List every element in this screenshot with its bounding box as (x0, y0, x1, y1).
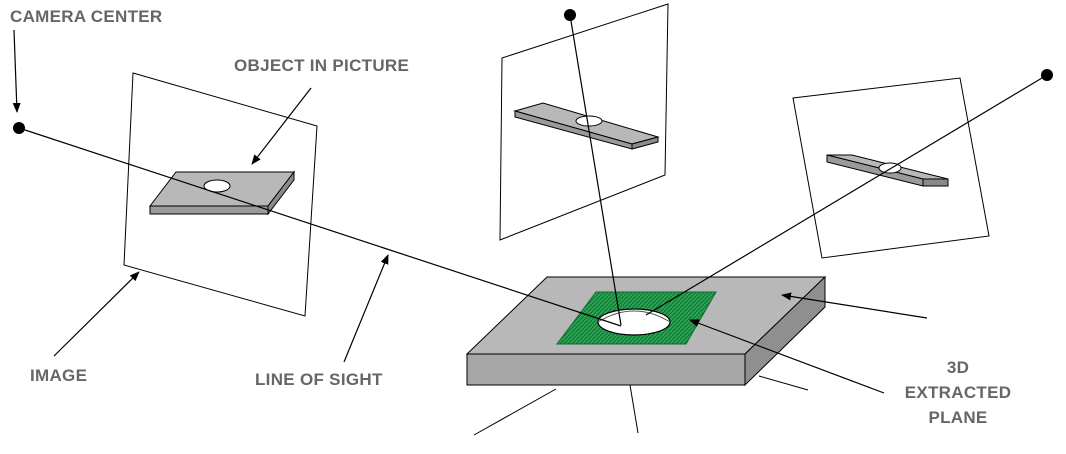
line-of-sight-right (645, 74, 1048, 316)
line-of-sight-top (569, 14, 622, 326)
camera-center-top (564, 9, 576, 21)
label-plane: PLANE (928, 408, 988, 427)
image-plane-left (123, 72, 318, 317)
image-plane-right (792, 77, 990, 259)
arrow-line-of-sight (343, 254, 389, 363)
label-extracted: EXTRACTED (904, 383, 1012, 402)
ray-below-center (629, 384, 639, 434)
label-object-in-picture: OBJECT IN PICTURE (234, 56, 410, 75)
label-3d: 3D (946, 358, 970, 377)
arrow-object-in-picture (251, 87, 312, 165)
label-3d-extracted-plane: 3D EXTRACTED PLANE (888, 355, 1028, 430)
label-camera-center: CAMERA CENTER (10, 7, 163, 26)
ray-below-left (473, 388, 557, 436)
camera-center-left (13, 122, 25, 134)
ray-below-right (758, 375, 809, 391)
line-of-sight-left (18, 127, 622, 327)
label-line-of-sight: LINE OF SIGHT (255, 370, 383, 389)
image-plane-top (499, 3, 669, 241)
label-image: IMAGE (30, 366, 88, 385)
arrow-extracted-plane (689, 319, 885, 394)
extracted-plane-patch (556, 291, 717, 345)
arrow-plate-surface (781, 292, 928, 319)
arrow-image (53, 271, 140, 357)
camera-center-right (1041, 69, 1053, 81)
arrow-camera-center (12, 29, 21, 113)
